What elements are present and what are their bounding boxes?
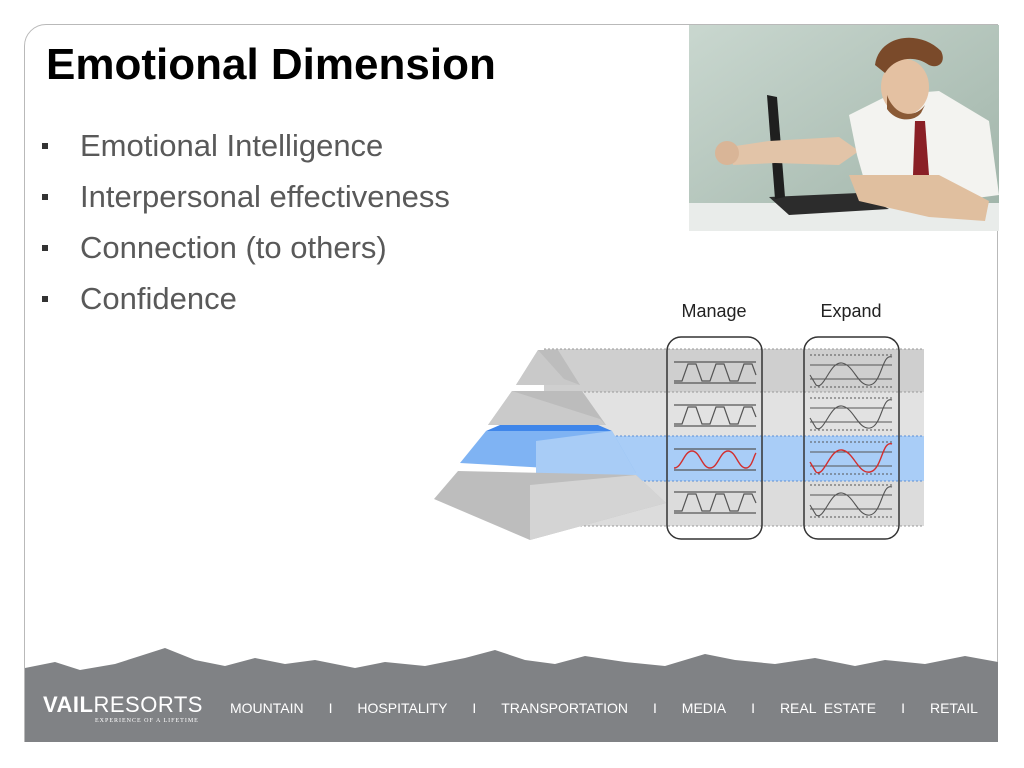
nav-separator: I xyxy=(652,700,657,716)
nav-hospitality: HOSPITALITY xyxy=(357,700,448,716)
bullet-item: Interpersonal effectiveness xyxy=(40,177,450,228)
manage-highlight-wave xyxy=(673,448,757,471)
angry-man-laptop-photo xyxy=(689,25,999,231)
bullet-list: Emotional Intelligence Interpersonal eff… xyxy=(40,126,450,330)
manage-column xyxy=(666,336,763,540)
bullet-item: Connection (to others) xyxy=(40,228,450,279)
bullet-marker-icon xyxy=(42,194,48,200)
nav-separator: I xyxy=(328,700,333,716)
pyramid xyxy=(434,350,666,540)
manage-waves xyxy=(674,361,757,514)
expand-label: Expand xyxy=(820,301,881,321)
nav-separator: I xyxy=(751,700,755,716)
band-2 xyxy=(544,392,924,436)
footer: VAILRESORTS EXPERIENCE OF A LIFETIME MOU… xyxy=(25,640,998,742)
bullet-item: Emotional Intelligence xyxy=(40,126,450,177)
nav-mountain: MOUNTAIN xyxy=(230,700,304,716)
bullet-marker-icon xyxy=(42,245,48,251)
footer-nav: MOUNTAIN I HOSPITALITY I TRANSPORTATION … xyxy=(230,700,978,716)
expand-waves xyxy=(809,354,893,518)
slide-title: Emotional Dimension xyxy=(46,40,496,89)
footer-bar xyxy=(25,678,998,742)
nav-real-estate: REAL ESTATE xyxy=(779,700,877,716)
nav-media: MEDIA xyxy=(681,700,727,716)
nav-retail: RETAIL xyxy=(929,700,978,716)
manage-label: Manage xyxy=(681,301,746,321)
mountain-silhouette xyxy=(25,648,998,680)
nav-transportation: TRANSPORTATION xyxy=(501,700,628,716)
bullet-marker-icon xyxy=(42,296,48,302)
vail-resorts-logo: VAILRESORTS EXPERIENCE OF A LIFETIME xyxy=(43,692,203,725)
bullet-marker-icon xyxy=(42,143,48,149)
bullet-item: Confidence xyxy=(40,279,450,330)
band-1 xyxy=(544,349,924,392)
pyramid-wave-diagram: Manage Expand xyxy=(434,301,924,540)
expand-highlight-wave xyxy=(809,441,893,475)
nav-separator: I xyxy=(901,700,905,716)
expand-column xyxy=(803,336,900,540)
nav-separator: I xyxy=(472,700,477,716)
